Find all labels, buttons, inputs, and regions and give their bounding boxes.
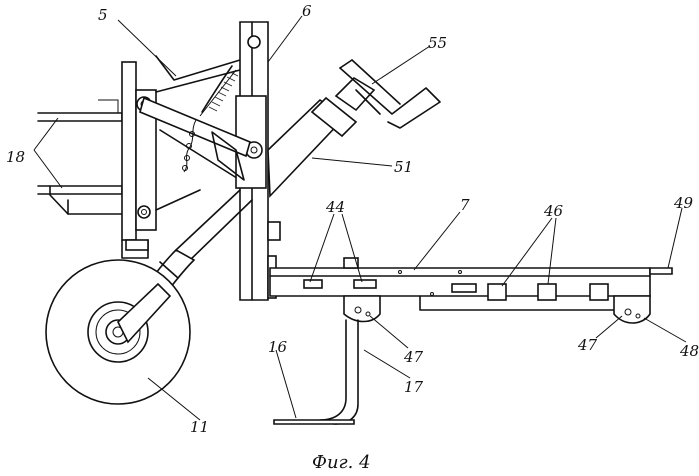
label-47-front: 47 bbox=[403, 348, 424, 366]
label-44: 44 bbox=[325, 198, 345, 216]
label-51: 51 bbox=[394, 158, 413, 176]
label-49: 49 bbox=[673, 194, 694, 212]
label-5: 5 bbox=[98, 6, 108, 24]
label-17: 17 bbox=[404, 378, 424, 396]
label-47-rear: 47 bbox=[577, 336, 598, 354]
figure-caption: Фиг. 4 bbox=[312, 452, 371, 473]
label-6: 6 bbox=[302, 2, 312, 20]
label-18: 18 bbox=[6, 148, 25, 166]
label-55: 55 bbox=[428, 34, 447, 52]
shank-bracket-front bbox=[344, 296, 380, 322]
label-48: 48 bbox=[679, 342, 699, 360]
label-11: 11 bbox=[190, 418, 209, 436]
rear-bracket-plates bbox=[38, 100, 130, 214]
label-7: 7 bbox=[460, 196, 470, 214]
label-16: 16 bbox=[268, 338, 288, 356]
shank bbox=[274, 320, 358, 424]
label-46: 46 bbox=[543, 202, 564, 220]
wheel bbox=[46, 260, 190, 404]
frame-beam bbox=[270, 258, 672, 310]
shank-bracket-rear bbox=[614, 296, 650, 323]
